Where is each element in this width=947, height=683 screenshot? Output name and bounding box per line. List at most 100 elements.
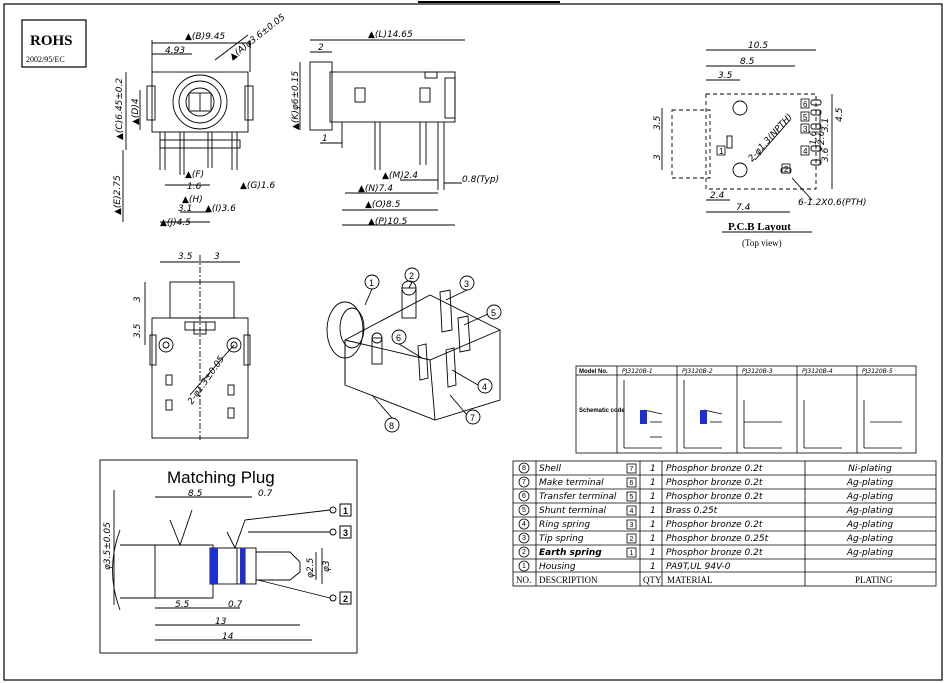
- bv-dim-3l: 3: [133, 296, 143, 302]
- bom-row-no: 5: [522, 507, 526, 514]
- dim-side-2: 2: [318, 43, 324, 53]
- bom-row-desc: Earth spring: [539, 548, 602, 558]
- bv-dim-35l: 3.5: [133, 323, 143, 338]
- dim-J: ▲(J)4.5: [160, 218, 191, 228]
- bom-row-material: Phosphor bronze 0.2t: [666, 492, 763, 502]
- bv-dim-35: 3.5: [178, 252, 193, 262]
- bom-ref-box: [626, 491, 637, 502]
- bom-row-material: Phosphor bronze 0.25t: [666, 534, 769, 544]
- bom-row-material: Phosphor bronze 0.2t: [666, 548, 763, 558]
- iso-callouts: 1 2 3 4 5 6 7 8: [369, 271, 496, 431]
- schematic-accent: [640, 410, 707, 424]
- bom-row-plating: Ag-plating: [846, 548, 894, 558]
- bom-row-qty: 1: [650, 534, 656, 544]
- iso-callout-5: 5: [491, 308, 496, 318]
- dim-G: ▲(G)1.6: [240, 181, 276, 191]
- plug-labels: Matching Plug 8.5 0.7 φ3.5±0.05 5.5 0.7 …: [103, 468, 332, 642]
- plug-terminal-1: 1: [343, 506, 348, 516]
- bom-row-ref: 1: [630, 550, 634, 557]
- bom-ref-box: [626, 505, 637, 516]
- bom-grid: [512, 460, 937, 587]
- plug-dim-14: 14: [222, 632, 234, 642]
- pcb-dim-85: 8.5: [740, 57, 755, 67]
- dim-B: ▲(B)9.45: [185, 32, 225, 42]
- pcb-pin-6: 6: [803, 100, 808, 109]
- bom-row-qty: 1: [650, 548, 656, 558]
- dim-31: 3.1: [178, 204, 192, 214]
- bom-ref-box: [626, 547, 637, 558]
- side-view: [299, 39, 465, 226]
- plug-terminal-2: 2: [343, 594, 348, 604]
- bom-header-qty: QTY: [643, 575, 662, 585]
- pcb-layout: [661, 49, 833, 233]
- bom-row-ref: 7: [630, 466, 634, 473]
- iso-callout-4: 4: [482, 382, 487, 392]
- bom-row-material: Phosphor bronze 0.2t: [666, 478, 763, 488]
- pcb-title: P.C.B Layout: [728, 221, 791, 233]
- plug-dim-25: φ2.5: [306, 557, 316, 578]
- bom-no-circle: [518, 532, 530, 544]
- schematic-model-3: PJ3120B-3: [742, 368, 773, 375]
- plug-terminal-3: 3: [343, 528, 348, 538]
- pcb-labels: 10.5 8.5 3.5 3.5 3 4.5 3.1 1.6 2.6 3.6 2…: [653, 41, 866, 248]
- bom-no-circle: [518, 490, 530, 502]
- iso-callout-3: 3: [464, 279, 469, 289]
- bom-row-no: 4: [522, 521, 526, 528]
- iso-callout-2: 2: [409, 271, 414, 281]
- bom-header-description: DESCRIPTION: [539, 575, 598, 585]
- sheet-border: [3, 3, 943, 681]
- bom-row-desc: Ring spring: [539, 520, 590, 530]
- bom-row-qty: 1: [650, 562, 656, 572]
- pcb-dim-105: 10.5: [748, 41, 768, 51]
- pcb-pin-5: 5: [803, 113, 808, 122]
- dim-L: ▲(L)14.65: [368, 30, 413, 40]
- dim-A: ▲(A)φ3.6±0.05: [228, 12, 288, 62]
- dim-P: ▲(P)10.5: [368, 217, 408, 227]
- schematic-blue-2: [700, 410, 707, 424]
- bom-row-ref: 2: [630, 536, 634, 543]
- bom-row-ref: 3: [630, 522, 634, 529]
- bom-row-plating: Ag-plating: [846, 492, 894, 502]
- front-view: [122, 34, 254, 223]
- pcb-dim-36: 3.6: [821, 147, 831, 162]
- plug-title: Matching Plug: [167, 468, 275, 487]
- rohs-directive: 2002/95/EC: [26, 55, 65, 64]
- bom-row-ref: 5: [630, 494, 634, 501]
- bom-no-circle: [518, 462, 530, 474]
- side-view-labels: ▲(L)14.65 2 ▲(K)φ6±0.15 1 ▲(M)2.4 ▲(N)7.…: [291, 30, 499, 227]
- iso-view: [326, 267, 502, 433]
- schematic-blue-1: [640, 410, 647, 424]
- iso-callout-6: 6: [396, 333, 401, 343]
- plug-band-1: [210, 548, 218, 584]
- bom-row-no: 8: [522, 465, 526, 472]
- pcb-dim-16: 1.6: [809, 130, 819, 145]
- pcb-dim-26: 2.6: [817, 130, 827, 145]
- pcb-dim-35l: 3.5: [653, 115, 663, 130]
- schematic-code-label: Schematic code: [579, 408, 625, 414]
- bom-row-plating: Ni-plating: [848, 464, 892, 474]
- iso-callout-7: 7: [470, 413, 475, 423]
- schematic-model-5: PJ3120B-5: [862, 368, 893, 375]
- bom-row-no: 6: [522, 493, 526, 500]
- bottom-view-labels: 3.5 3 3 3.5 2-φ1.3±0.05: [133, 252, 227, 407]
- bom-row-no: 2: [522, 549, 526, 556]
- bom-row-no: 7: [522, 479, 526, 486]
- bom-no-circle: [518, 476, 530, 488]
- bom-row-ref: 4: [630, 508, 634, 515]
- dim-E: ▲(E)2.75: [113, 175, 123, 215]
- dim-D: ▲(D)4: [131, 98, 141, 125]
- dim-K: ▲(K)φ6±0.15: [291, 71, 301, 130]
- plug-dim-55: 5.5: [175, 600, 190, 610]
- pcb-pin-3: 3: [803, 125, 808, 134]
- bom-row-plating: Ag-plating: [846, 478, 894, 488]
- iso-callout-1: 1: [369, 278, 374, 288]
- dim-M: ▲(M)2.4: [382, 171, 418, 181]
- bom-no-circle: [518, 518, 530, 530]
- iso-callout-8: 8: [389, 421, 394, 431]
- plug-dim-07b: 0.7: [228, 600, 243, 610]
- bom-ref-box: [626, 533, 637, 544]
- bom-row-material: PA9T,UL 94V-0: [666, 562, 731, 572]
